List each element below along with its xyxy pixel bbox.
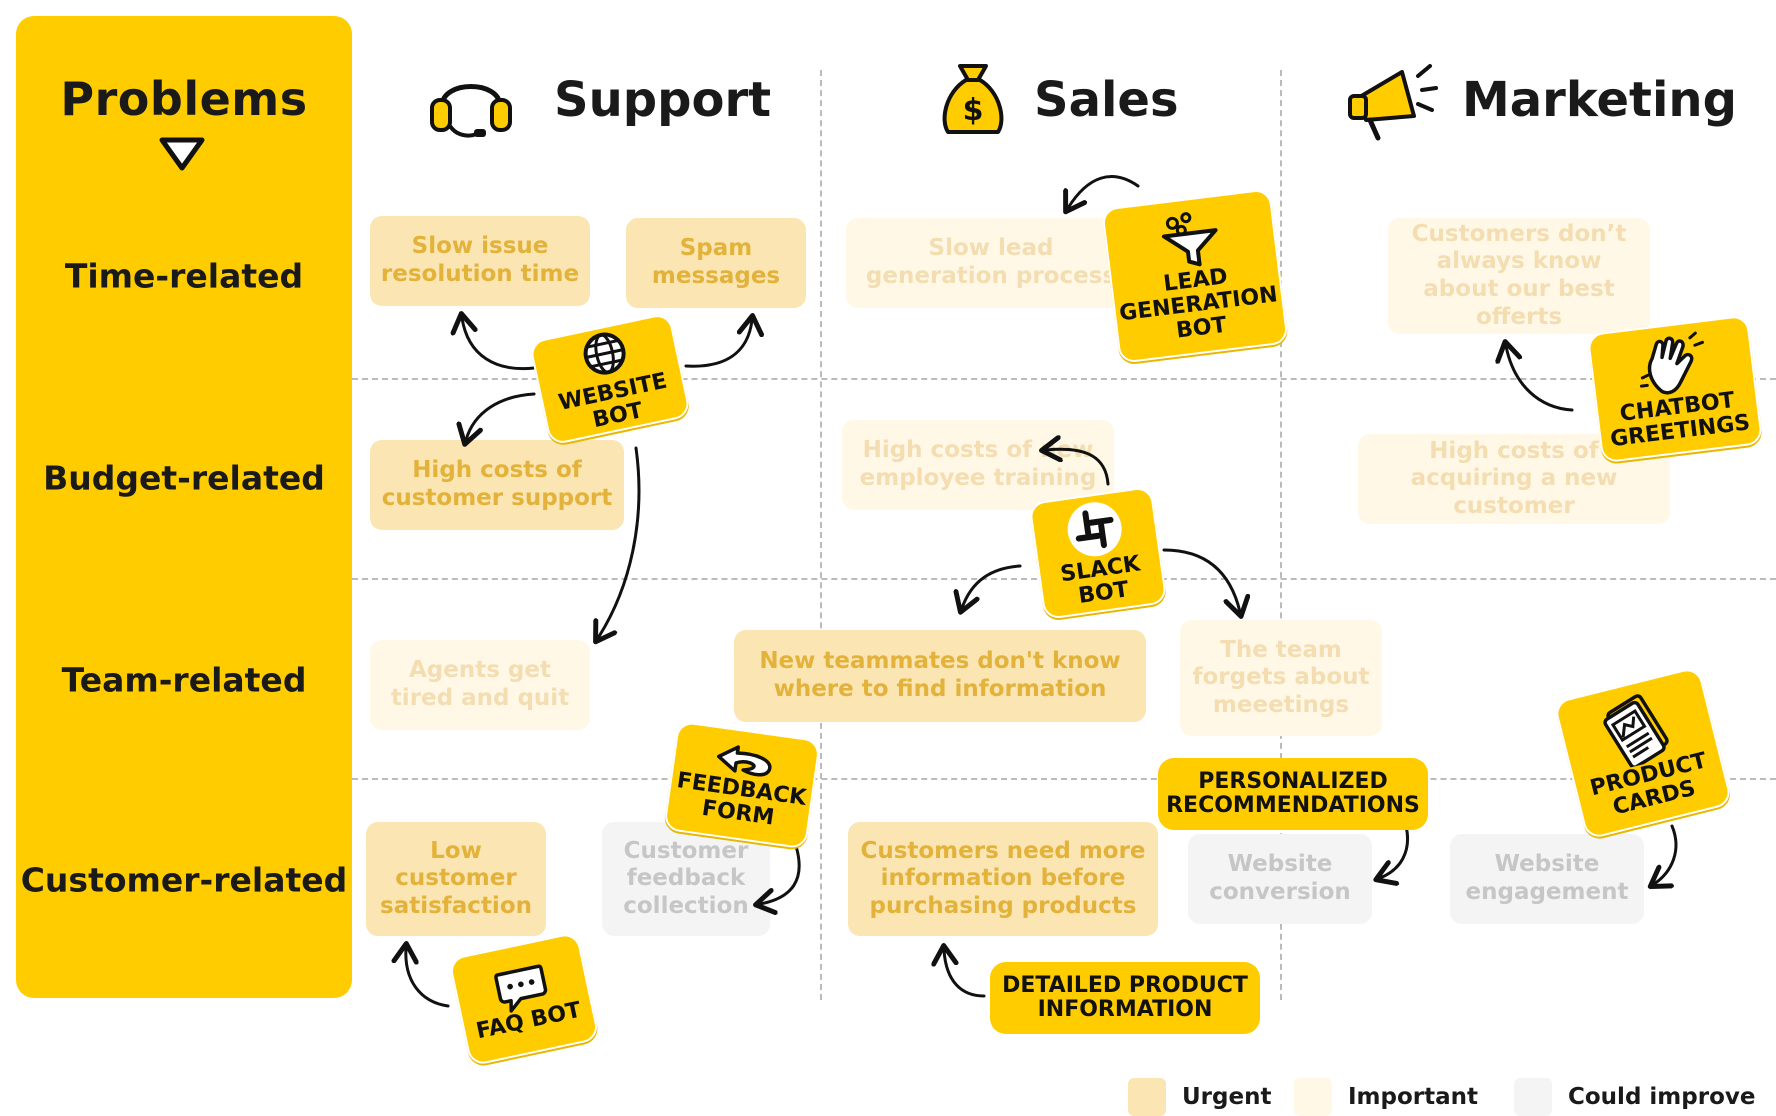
- problem-website-engagement: Website engagement: [1450, 834, 1644, 924]
- product-card-icon: [1603, 694, 1669, 769]
- problem-slow-issue: Slow issue resolution time: [370, 216, 590, 306]
- legend-label: Could improve: [1568, 1084, 1756, 1110]
- arrow: [962, 564, 1022, 608]
- row-label-budget: Budget-related: [43, 458, 325, 498]
- arrow: [1068, 175, 1140, 208]
- problem-new-teammates: New teammates don't know where to find i…: [734, 630, 1146, 722]
- funnel-icon: [1161, 211, 1218, 267]
- megaphone-icon: [1348, 64, 1438, 141]
- column-divider: [820, 70, 822, 1000]
- legend-important: Important: [1294, 1078, 1478, 1116]
- feedback-form-badge: FEEDBACK FORM: [663, 720, 821, 850]
- slack-bot-label: SLACK BOT: [1058, 551, 1142, 609]
- legend-urgent: Urgent: [1128, 1078, 1271, 1116]
- arrow: [944, 950, 986, 998]
- arrow: [1380, 824, 1409, 878]
- problem-need-more-info: Customers need more information before p…: [848, 822, 1158, 936]
- column-header-marketing: Marketing: [1462, 72, 1737, 128]
- triangle-down-icon: [159, 137, 205, 171]
- arrow: [598, 446, 641, 638]
- column-header-support: Support: [554, 72, 772, 128]
- column-header-sales: Sales: [1034, 72, 1179, 128]
- arrow: [684, 320, 752, 368]
- row-label-customer: Customer-related: [20, 860, 348, 900]
- arrow: [466, 392, 536, 440]
- problem-feedback-collection: Customer feedback collection: [602, 822, 770, 936]
- row-label-team: Team-related: [61, 660, 307, 700]
- website-bot-badge: WEBSITE BOT: [528, 312, 692, 446]
- arrow: [1654, 824, 1678, 884]
- chatbot-greetings-label: CHATBOT GREETINGS: [1608, 387, 1752, 453]
- waving-hand-icon: [1639, 331, 1704, 395]
- problem-team-forgets: The team forgets about meeetings: [1180, 620, 1382, 736]
- legend-could-improve: Could improve: [1514, 1078, 1755, 1116]
- slack-bot-badge: SLACK BOT: [1028, 485, 1168, 621]
- legend-swatch: [1128, 1078, 1166, 1116]
- arrow: [1162, 548, 1240, 612]
- detailed-product-information-badge: DETAILED PRODUCT INFORMATION: [990, 962, 1260, 1034]
- row-label-time: Time-related: [64, 256, 304, 296]
- row-divider: [352, 778, 1776, 780]
- chatbot-greetings-badge: CHATBOT GREETINGS: [1586, 314, 1764, 464]
- problem-website-conversion: Website conversion: [1188, 834, 1372, 924]
- problem-low-satisfaction: Low customer satisfaction: [366, 822, 546, 936]
- chat-bubble-icon: [494, 964, 548, 1013]
- arrow: [1506, 346, 1574, 412]
- row-divider: [352, 378, 1776, 380]
- problems-sidebar: Problems Time-related Budget-related Tea…: [16, 16, 352, 998]
- lead-generation-bot-label: LEAD GENERATION BOT: [1117, 263, 1279, 344]
- faq-bot-badge: FAQ BOT: [448, 931, 600, 1067]
- feedback-form-label: FEEDBACK FORM: [675, 767, 808, 831]
- reply-arrow-icon: [717, 745, 772, 777]
- problem-high-training: High costs of new employee training: [842, 420, 1114, 510]
- column-divider: [1280, 70, 1282, 1000]
- legend-label: Important: [1348, 1084, 1479, 1110]
- lead-generation-bot-badge: LEAD GENERATION BOT: [1101, 188, 1289, 364]
- problem-slow-lead: Slow lead generation process: [846, 218, 1136, 308]
- arrow: [1046, 449, 1110, 486]
- money-bag-icon: $: [942, 64, 1004, 134]
- product-cards-badge: PRODUCT CARDS: [1553, 665, 1733, 841]
- sidebar-title: Problems: [60, 72, 308, 126]
- legend-swatch: [1294, 1078, 1332, 1116]
- personalized-recommendations-badge: PERSONALIZED RECOMMENDATIONS: [1158, 758, 1428, 830]
- legend-label: Urgent: [1182, 1084, 1272, 1110]
- arrow: [760, 844, 801, 904]
- problem-high-support: High costs of customer support: [370, 440, 624, 530]
- svg-text:$: $: [963, 93, 984, 128]
- problem-customers-dont-know: Customers don’t always know about our be…: [1388, 218, 1650, 334]
- legend-swatch: [1514, 1078, 1552, 1116]
- problem-spam: Spam messages: [626, 218, 806, 308]
- globe-icon: [583, 332, 626, 375]
- problem-agents-tired: Agents get tired and quit: [370, 640, 590, 730]
- arrow: [406, 948, 450, 1008]
- headset-icon: [430, 84, 512, 138]
- slack-icon: [1067, 502, 1122, 557]
- arrow: [462, 318, 536, 371]
